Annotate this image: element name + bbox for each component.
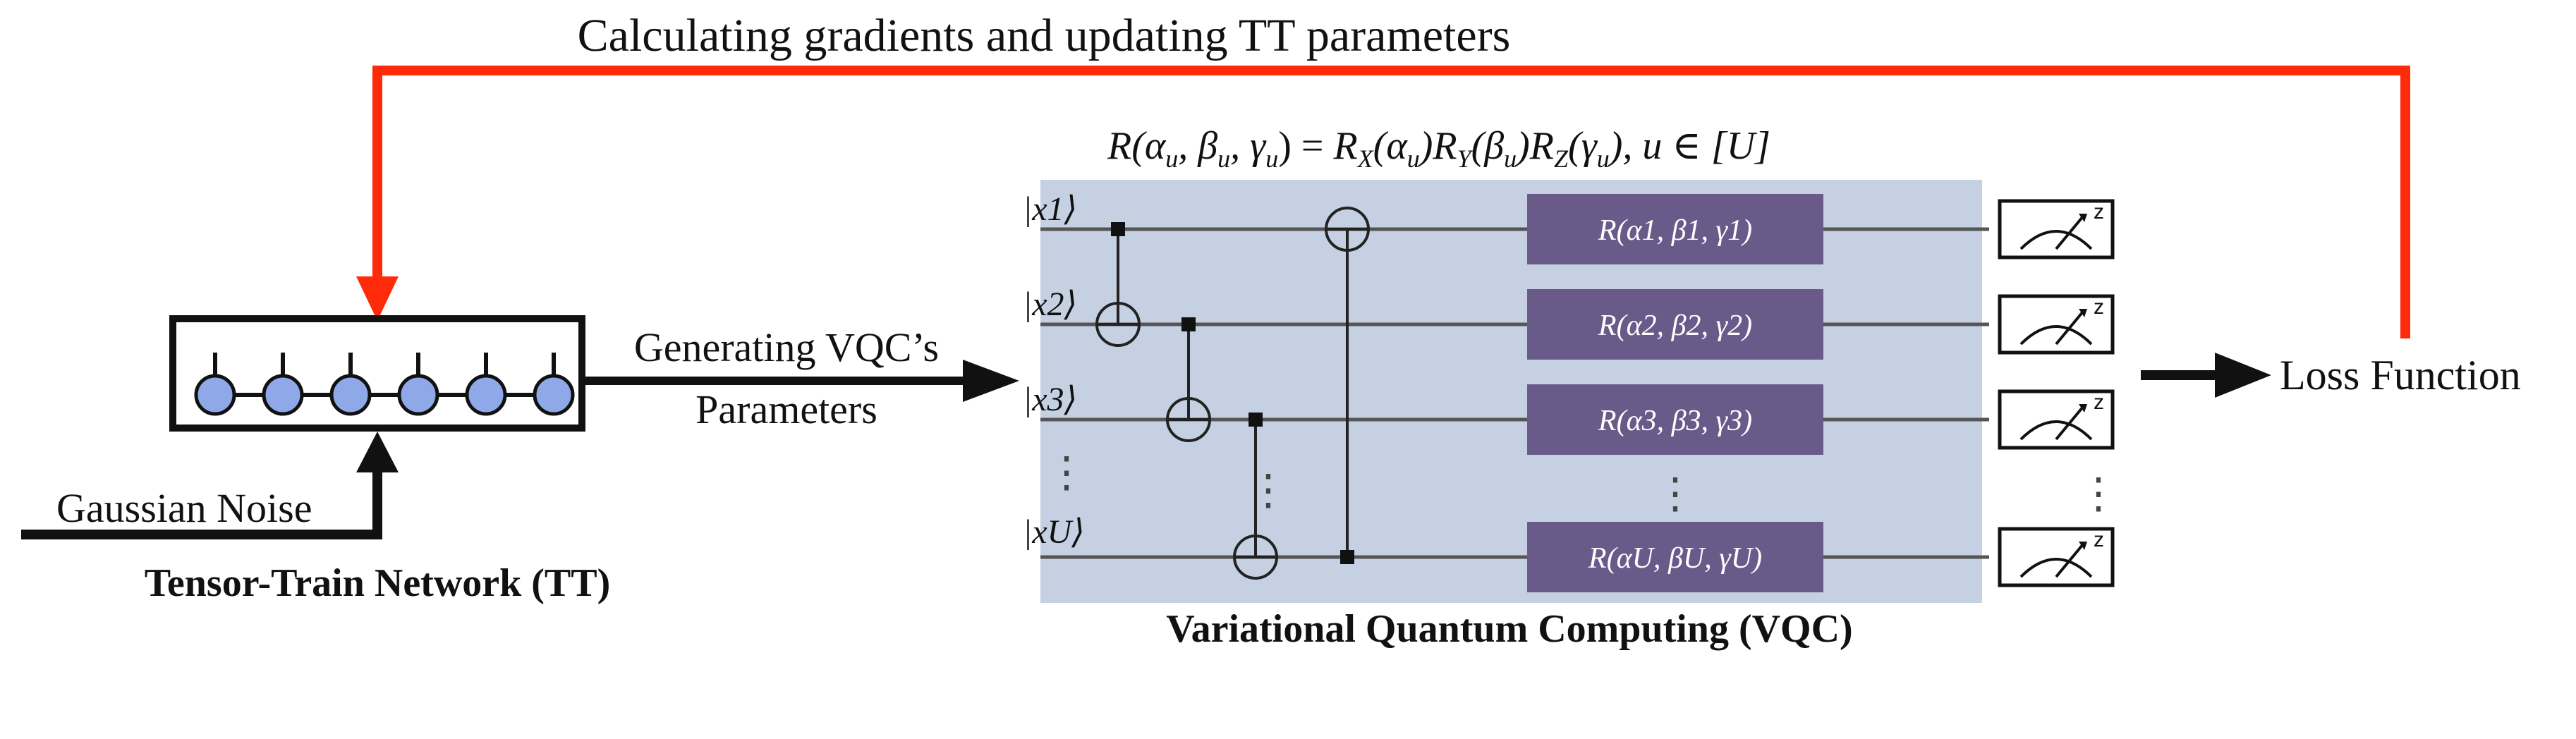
generate-params-arrow	[585, 360, 1019, 402]
generating-label-line-1: Generating VQC’s	[634, 324, 939, 370]
tt-nodes	[194, 353, 575, 416]
gate-ellipsis: ⋮	[1654, 470, 1696, 517]
ket-ellipsis: ⋮	[1045, 449, 1088, 496]
tt-node-3	[329, 374, 372, 416]
vqc-caption: Variational Quantum Computing (VQC)	[1166, 607, 1852, 651]
gaussian-noise-label: Gaussian Noise	[56, 485, 312, 531]
cnot-control-2	[1181, 317, 1196, 331]
cnot-control-1	[1111, 222, 1125, 236]
tt-node-5	[465, 374, 507, 416]
meter-icon-1	[1998, 199, 2115, 259]
ket-label-u: |xU⟩	[1023, 513, 1085, 551]
cnot-gates	[1095, 207, 1370, 580]
rotation-gate-u-label: R(αU, βU, γU)	[1588, 542, 1762, 575]
meter-z-2: z	[2094, 295, 2104, 319]
vqc-background	[1040, 180, 1982, 603]
tt-caption: Tensor-Train Network (TT)	[145, 561, 611, 605]
measurement-meters	[1998, 199, 2115, 587]
cnot-control-4	[1340, 550, 1354, 564]
tt-node-1	[194, 374, 236, 416]
tt-node-4	[397, 374, 439, 416]
rotation-gate-u	[1527, 522, 1823, 592]
loss-arrow	[2141, 353, 2271, 398]
gaussian-noise-arrow	[21, 432, 399, 539]
rotation-gate-2	[1527, 289, 1823, 360]
tt-node-6	[533, 374, 575, 416]
loss-function-label: Loss Function	[2280, 352, 2521, 398]
rotation-gate-1-label: R(α1, β1, γ1)	[1598, 214, 1752, 247]
meter-z-3: z	[2094, 391, 2104, 414]
rotation-gate-3	[1527, 384, 1823, 455]
tt-node-2	[262, 374, 304, 416]
rotation-formula: R(αu, βu, γu) = RX(αu)RY(βu)RZ(γu), u ∈ …	[1107, 124, 1770, 173]
feedback-label: Calculating gradients and updating TT pa…	[578, 10, 1511, 61]
meter-z-1: z	[2094, 200, 2104, 224]
cnot-control-3	[1248, 413, 1263, 427]
rotation-gate-1	[1527, 194, 1823, 264]
rotation-gate-2-label: R(α2, β2, γ2)	[1598, 310, 1752, 342]
generating-label-line-2: Parameters	[695, 386, 877, 432]
tt-network-box	[169, 315, 585, 432]
cnot-ellipsis: ⋮	[1247, 467, 1289, 513]
ket-label-2: |x2⟩	[1023, 286, 1077, 323]
meter-z-u: z	[2094, 528, 2104, 551]
meter-icon-2	[1998, 294, 2115, 355]
feedback-arrow	[356, 66, 2410, 338]
rotation-gates	[1527, 194, 1823, 592]
rotation-gate-3-label: R(α3, β3, γ3)	[1598, 405, 1752, 437]
meter-icon-3	[1998, 389, 2115, 450]
ket-label-3: |x3⟩	[1023, 381, 1077, 418]
ket-label-1: |x1⟩	[1023, 190, 1077, 228]
meter-ellipsis: ⋮	[2077, 470, 2120, 517]
meter-icon-u	[1998, 527, 2115, 587]
